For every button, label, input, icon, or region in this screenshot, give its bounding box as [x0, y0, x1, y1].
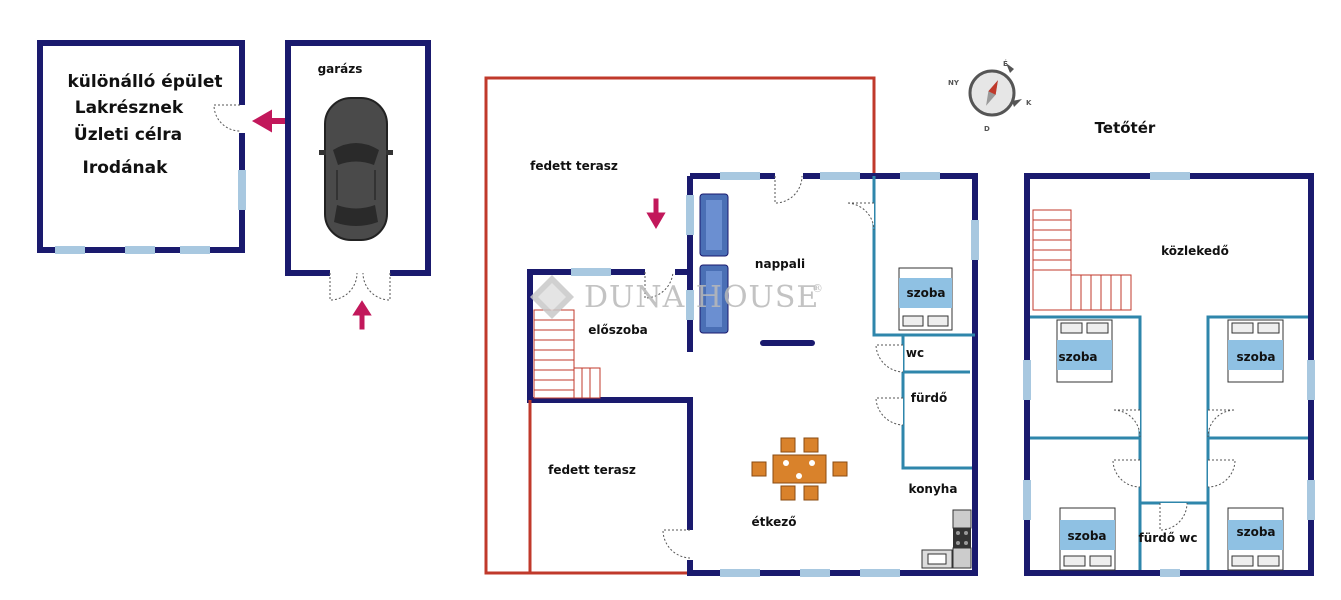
watermark-registered: ®	[812, 282, 824, 295]
hall-label: előszoba	[588, 323, 648, 337]
arrow-left-icon	[251, 109, 288, 133]
attic-stairs-icon	[1032, 209, 1132, 311]
garage-label: garázs	[318, 62, 363, 76]
garage: garázs	[285, 40, 431, 301]
bathroom-label: fürdő	[911, 391, 948, 405]
kitchen-counter-icon	[921, 509, 972, 569]
covered-terrace-top-label: fedett terasz	[530, 159, 618, 173]
attic-room-tl-label: szoba	[1058, 350, 1097, 364]
bedroom-label: szoba	[906, 286, 945, 300]
bed-icon	[898, 267, 953, 331]
attic-title: Tetőtér	[1095, 119, 1156, 137]
outbuilding-line-2: Lakrésznek	[75, 98, 184, 118]
outbuilding-line-3: Üzleti célra	[74, 123, 182, 145]
bed-icon	[1059, 507, 1116, 571]
outbuilding-line-1: különálló épület	[67, 72, 222, 92]
compass-south: D	[984, 125, 990, 133]
corridor-label: közlekedő	[1161, 244, 1229, 258]
attic-room-tr-label: szoba	[1236, 350, 1275, 364]
outbuilding: különálló épület Lakrésznek Üzleti célra…	[37, 40, 246, 254]
dining-label: étkező	[752, 515, 797, 529]
arrow-up-icon	[352, 300, 372, 330]
compass-icon: É K D NY	[948, 59, 1032, 133]
compass-east: K	[1026, 99, 1032, 107]
stairs-icon	[533, 309, 601, 399]
bed-icon	[1227, 507, 1284, 571]
outbuilding-line-4: Irodának	[83, 158, 169, 178]
dining-table-icon	[751, 437, 848, 501]
attic-room-br-label: szoba	[1236, 525, 1275, 539]
duna-house-logo	[530, 275, 574, 319]
attic: Tetőtér	[1023, 119, 1315, 577]
watermark-text: DUNA HOUSE	[584, 280, 819, 315]
compass-north: É	[1003, 59, 1008, 68]
arrow-down-icon	[646, 198, 666, 229]
tv-icon	[760, 340, 815, 346]
bed-icon	[1227, 319, 1284, 383]
sofa-icon	[699, 193, 729, 334]
kitchen-label: konyha	[909, 482, 958, 496]
watermark: DUNA HOUSE ®	[530, 275, 824, 319]
ground-floor: fedett terasz nappali előszoba szoba wc …	[484, 76, 979, 577]
attic-room-bl-label: szoba	[1067, 529, 1106, 543]
living-room-label: nappali	[755, 257, 805, 271]
attic-bath-wc-label: fürdő wc	[1139, 531, 1198, 545]
wc-label: wc	[906, 346, 924, 360]
bed-icon	[1056, 319, 1113, 383]
covered-terrace-bottom-label: fedett terasz	[548, 463, 636, 477]
compass-west: NY	[948, 79, 960, 87]
car-icon	[319, 97, 393, 241]
